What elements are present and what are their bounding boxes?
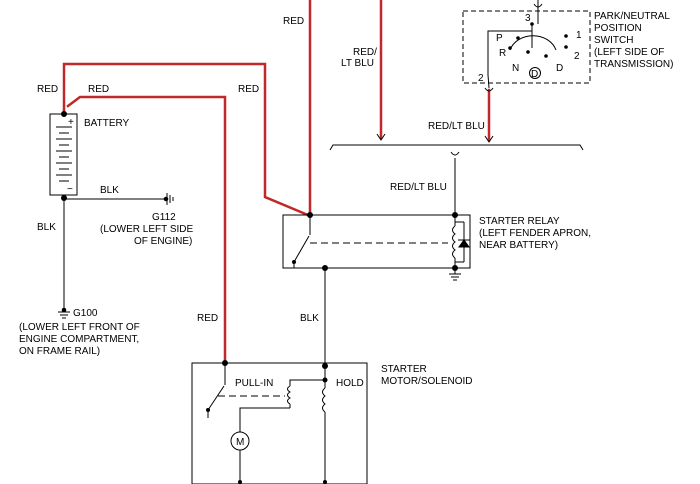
red-wire-battery-to-solenoid <box>66 95 227 365</box>
label-red-battery: RED <box>88 84 109 95</box>
label-g112: G112 <box>152 212 176 223</box>
battery-plus-sign: + <box>68 117 74 128</box>
pns-position-r: R <box>499 48 506 59</box>
label-blk-left: BLK <box>37 222 56 233</box>
pns-pin-1: 1 <box>576 30 582 41</box>
pns-position-n: N <box>512 63 519 74</box>
red-wires <box>62 0 491 365</box>
label-pull-in: PULL-IN <box>235 378 273 389</box>
label-pns-1: PARK/NEUTRAL <box>594 11 670 22</box>
pns-pin-2-right: 2 <box>574 51 580 62</box>
red-wire-battery-to-relay <box>62 62 310 217</box>
label-red-lt-blu-bus: RED/LT BLU <box>428 121 485 132</box>
label-starter-2: MOTOR/SOLENOID <box>381 376 473 387</box>
label-starter-relay-3: NEAR BATTERY) <box>479 240 558 251</box>
label-red-lt-blu-relay: RED/LT BLU <box>390 182 447 193</box>
pns-pin-3: 3 <box>525 13 531 24</box>
pns-pin-2-left: 2 <box>478 73 484 84</box>
label-red-top: RED <box>283 16 304 27</box>
label-g100-loc-3: ON FRAME RAIL) <box>19 346 100 357</box>
label-pns-4: (LEFT SIDE OF <box>594 47 664 58</box>
starter-motor-solenoid: M <box>191 360 368 484</box>
label-blk-ground: BLK <box>100 185 119 196</box>
label-battery: BATTERY <box>84 118 130 129</box>
pns-position-p: P <box>496 33 503 44</box>
park-neutral-switch: 3 1 2 2 P R N D D <box>462 10 591 89</box>
motor-letter: M <box>236 437 244 448</box>
connector-pns-bottom <box>484 87 494 92</box>
ignition-bus-line <box>329 144 584 151</box>
label-red-lt-blu-1: RED/ <box>353 47 377 58</box>
label-pns-2: POSITION <box>594 23 642 34</box>
label-red-left: RED <box>37 84 58 95</box>
battery-minus-sign: − <box>67 184 73 195</box>
label-starter-1: STARTER <box>381 364 427 375</box>
battery-symbol: + − <box>49 111 78 201</box>
battery-positive-terminal <box>61 111 67 117</box>
arrow-pns-bus <box>484 135 494 143</box>
wire-labels: RED RED/ LT BLU RED RED RED BATTERY BLK … <box>19 11 673 389</box>
label-pns-3: SWITCH <box>594 35 633 46</box>
label-starter-relay-1: STARTER RELAY <box>479 216 560 227</box>
pns-position-d: D <box>556 63 563 74</box>
label-g112-loc-1: (LOWER LEFT SIDE <box>100 224 193 235</box>
label-red-mid: RED <box>238 84 259 95</box>
ground-g100-icon <box>58 307 70 319</box>
label-g100-loc-1: (LOWER LEFT FRONT OF <box>19 322 140 333</box>
arrow-red-lt-blu <box>376 133 386 141</box>
connector-arrows <box>376 0 543 156</box>
label-g100: G100 <box>73 308 98 319</box>
pns-d-circle <box>529 67 541 79</box>
label-red-lower: RED <box>197 313 218 324</box>
label-g112-loc-2: OF ENGINE) <box>134 236 192 247</box>
label-red-lt-blu-2: LT BLU <box>341 58 374 69</box>
label-blk-relay-out: BLK <box>300 313 319 324</box>
label-pns-5: TRANSMISSION) <box>594 59 673 70</box>
connector-bus-relay <box>450 151 460 156</box>
battery-negative-terminal <box>61 195 67 201</box>
pns-position-d-circled: D <box>531 69 538 80</box>
label-g100-loc-2: ENGINE COMPARTMENT, <box>19 334 139 345</box>
ground-g112-icon <box>163 193 174 205</box>
label-starter-relay-2: (LEFT FENDER APRON, <box>479 228 591 239</box>
starter-relay <box>282 212 471 271</box>
black-wires <box>63 144 584 366</box>
label-hold: HOLD <box>336 378 364 389</box>
